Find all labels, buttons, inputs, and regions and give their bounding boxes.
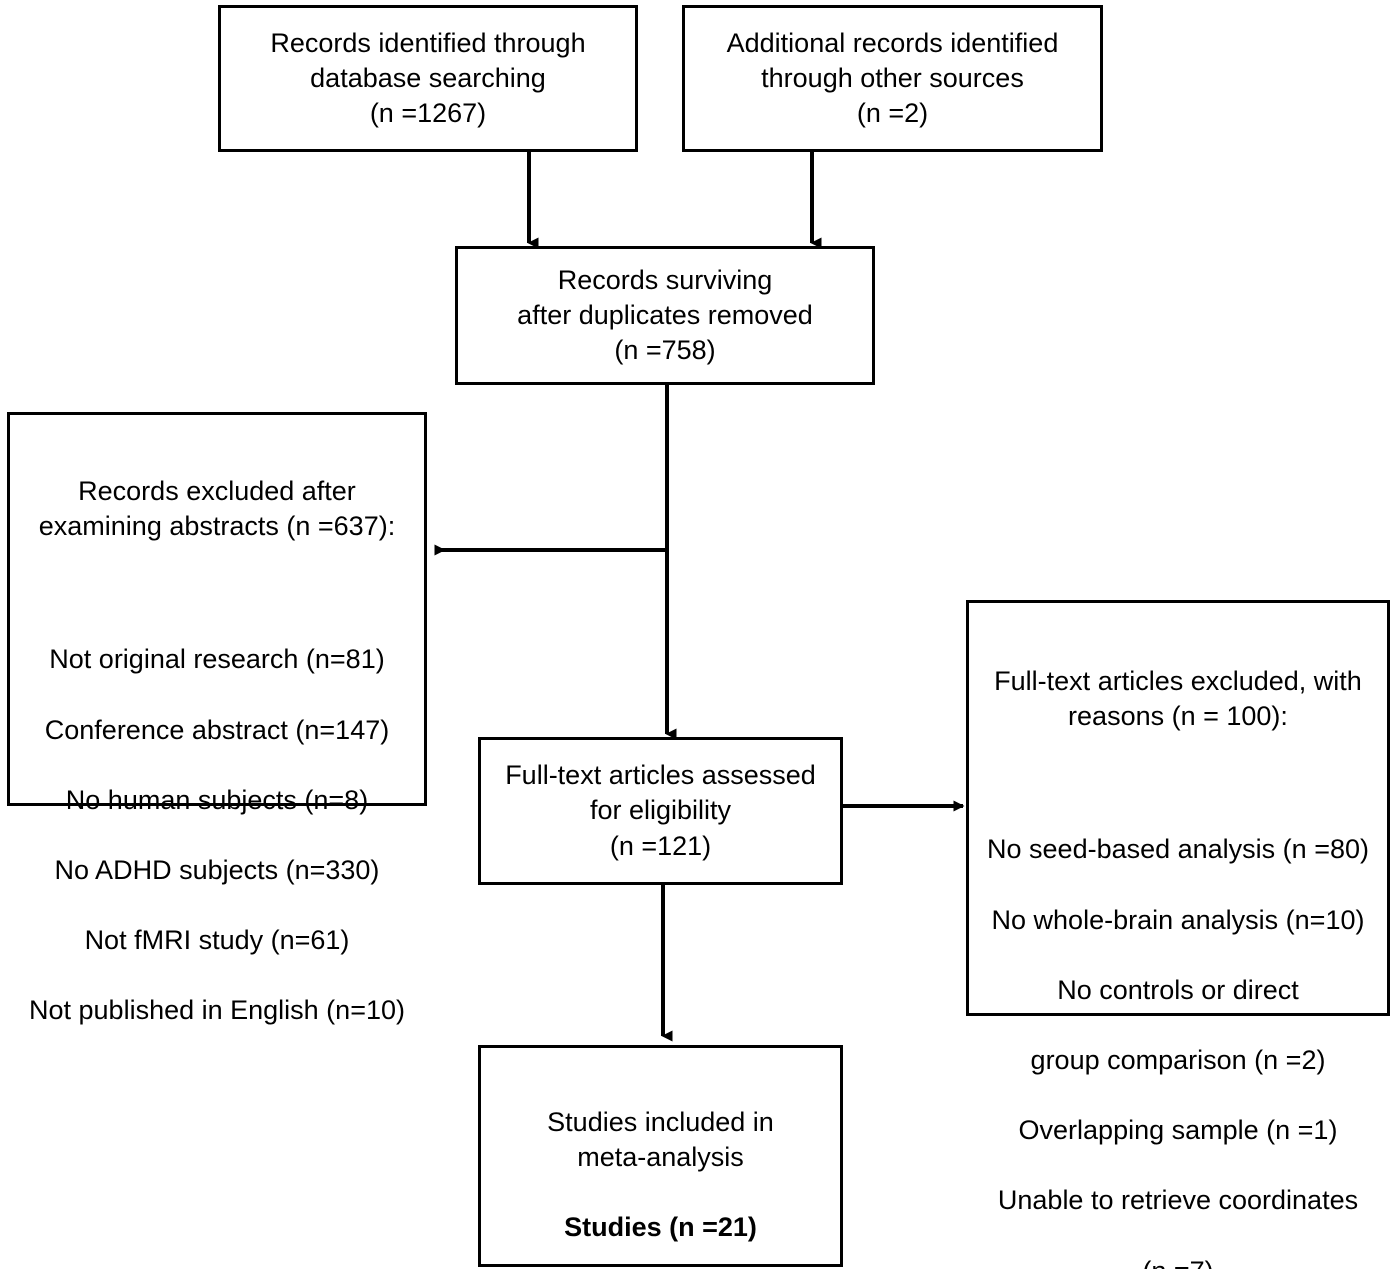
full-text-excluded-reason-2: No controls or direct (1057, 974, 1299, 1005)
records-excluded-reason-5: Not published in English (n=10) (29, 995, 405, 1026)
records-excluded-reason-3: No ADHD subjects (n=330) (54, 855, 380, 886)
studies-included-plain: Studies included in meta-analysis (547, 1107, 774, 1173)
full-text-excluded-reason-0: No seed-based analysis (n =80) (987, 834, 1369, 865)
records-excluded-spacer (29, 579, 405, 607)
full-text-excluded-reason-4: Overlapping sample (n =1) (1018, 1115, 1338, 1146)
full-text-excluded-reason-3: group comparison (n =2) (1030, 1045, 1326, 1076)
records-identified-database-text: Records identified through database sear… (270, 27, 586, 129)
full-text-articles-assessed-text: Full-text articles assessed for eligibil… (505, 760, 816, 861)
full-text-articles-excluded-body: Full-text articles excluded, with reason… (987, 629, 1369, 1269)
node-studies-included-meta-analysis: Studies included in meta-analysis Studie… (478, 1045, 843, 1267)
records-excluded-reason-0: Not original research (n=81) (49, 644, 385, 675)
node-additional-records-other-sources: Additional records identified through ot… (682, 5, 1103, 152)
node-full-text-articles-excluded: Full-text articles excluded, with reason… (966, 600, 1390, 1269)
full-text-excluded-reason-1: No whole-brain analysis (n=10) (991, 904, 1365, 935)
node-records-excluded-abstracts: Records excluded after examining abstrac… (7, 412, 427, 1025)
full-text-excluded-heading: Full-text articles excluded, with reason… (994, 666, 1362, 732)
records-surviving-duplicates-removed-text: Records surviving after duplicates remov… (517, 264, 813, 366)
additional-records-other-sources-text: Additional records identified through ot… (726, 27, 1059, 129)
full-text-excluded-reason-6: (n =7) (987, 1254, 1369, 1269)
records-excluded-reason-4: Not fMRI study (n=61) (84, 925, 350, 956)
node-full-text-articles-assessed: Full-text articles assessed for eligibil… (478, 737, 843, 885)
studies-included-body: Studies included in meta-analysis Studie… (547, 1070, 774, 1269)
node-records-identified-database: Records identified through database sear… (218, 5, 638, 152)
studies-included-studies-count: Studies (n =21) (564, 1212, 757, 1243)
full-text-excluded-reason-5: Unable to retrieve coordinates (997, 1185, 1359, 1216)
full-text-excluded-spacer (987, 769, 1369, 797)
node-records-surviving-duplicates-removed: Records surviving after duplicates remov… (455, 246, 875, 385)
records-excluded-abstracts-heading: Records excluded after examining abstrac… (38, 476, 396, 542)
records-excluded-reason-2: No human subjects (n=8) (65, 784, 369, 815)
records-excluded-reason-1: Conference abstract (n=147) (44, 714, 390, 745)
records-excluded-abstracts-body: Records excluded after examining abstrac… (29, 439, 405, 1064)
